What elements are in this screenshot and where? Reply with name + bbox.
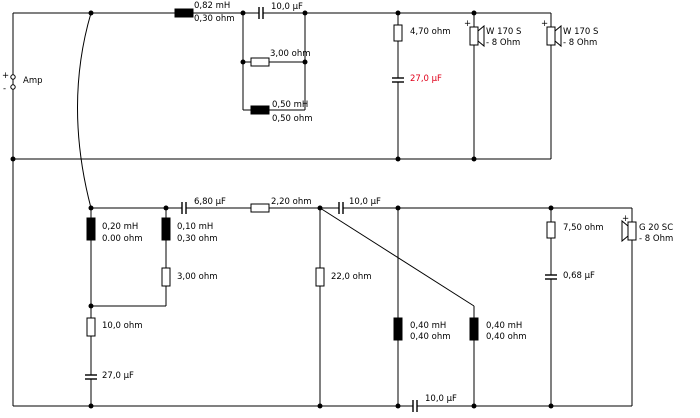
- speaker-name: W 170 S: [486, 27, 521, 37]
- amp-plus-sign: +: [2, 71, 9, 81]
- inductor-lower-shunt3-resistance: 0,40 ohm: [486, 332, 527, 342]
- resistor-upper-parallel: [250, 57, 270, 67]
- junction-dot: [240, 10, 246, 16]
- resistor-lower-trap: [161, 267, 171, 287]
- junction-dot: [471, 403, 477, 409]
- capacitor-upper-zobel-value: 27,0 µF: [410, 74, 442, 84]
- speaker-g20sc: + G 20 SC - 8 Ohm: [621, 214, 673, 244]
- resistor-lower-series-value: 2,20 ohm: [271, 197, 312, 207]
- inductor-lower-shunt-value: 0,20 mH: [102, 222, 138, 232]
- junction-dot: [240, 59, 246, 65]
- inductor-lower-trap-resistance: 0,30 ohm: [177, 234, 218, 244]
- capacitor-upper-series-value: 10,0 µF: [271, 2, 303, 12]
- junction-dots: [10, 10, 554, 409]
- speaker-impedance: - 8 Ohm: [639, 234, 673, 244]
- inductor-upper-series-value: 0,82 mH: [194, 1, 230, 11]
- speaker-icon: [627, 221, 637, 241]
- junction-dot: [88, 403, 94, 409]
- inductor-upper-series-resistance: 0,30 ohm: [194, 14, 235, 24]
- speaker-impedance: - 8 Ohm: [563, 38, 597, 48]
- upper-section: 0,82 mH 0,30 ohm 10,0 µF 3,00 ohm 0,50 m…: [174, 1, 451, 124]
- lower-section: 0,20 mH 0.00 ohm 10,0 ohm 27,0 µF 6,80 µ…: [85, 197, 604, 412]
- inductor-lower-shunt3: [469, 317, 479, 341]
- speaker-name: G 20 SC: [639, 223, 673, 233]
- capacitor-lower-c1-value: 6,80 µF: [194, 197, 226, 207]
- inductor-upper-parallel-resistance: 0,50 ohm: [272, 114, 313, 124]
- wires: [12, 12, 633, 407]
- resistor-lower-shunt2: [315, 267, 325, 287]
- resistor-lower-trap-value: 3,00 ohm: [177, 272, 218, 282]
- speaker-plus-sign: +: [541, 19, 548, 29]
- amp-label: Amp: [23, 76, 43, 86]
- speaker-w170s-2: + W 170 S - 8 Ohm: [541, 19, 598, 48]
- amp-input: + - Amp: [2, 71, 43, 94]
- capacitor-lower-c2-value: 10,0 µF: [349, 197, 381, 207]
- speaker-impedance: - 8 Ohm: [486, 38, 520, 48]
- inductor-lower-shunt-resistance: 0.00 ohm: [102, 234, 143, 244]
- amp-minus-sign: -: [3, 84, 6, 94]
- speaker-name: W 170 S: [563, 27, 598, 37]
- resistor-lower-zobel-value: 7,50 ohm: [563, 223, 604, 233]
- inductor-lower-trap: [161, 217, 171, 241]
- inductor-lower-trap-value: 0,10 mH: [177, 222, 213, 232]
- speaker-icon: [546, 26, 556, 46]
- resistor-lower-zobel: [546, 221, 556, 239]
- junction-dot: [88, 303, 94, 309]
- junction-dot: [471, 10, 477, 16]
- resistor-lower-shunt: [86, 317, 96, 337]
- capacitor-lower-shunt-value: 27,0 µF: [102, 371, 134, 381]
- junction-dot: [395, 205, 401, 211]
- junction-dot: [395, 403, 401, 409]
- inductor-upper-parallel: [250, 105, 270, 115]
- resistor-upper-parallel-value: 3,00 ohm: [270, 49, 311, 59]
- amp-minus-terminal: [10, 84, 16, 90]
- inductor-upper-parallel-value: 0,50 mH: [272, 100, 308, 110]
- junction-dot: [471, 156, 477, 162]
- capacitor-lower-bottom-value: 10,0 µF: [425, 394, 457, 404]
- speaker-plus-sign: +: [622, 214, 629, 224]
- junction-dot: [302, 10, 308, 16]
- junction-dot: [302, 59, 308, 65]
- junction-dot: [88, 205, 94, 211]
- junction-dot: [395, 156, 401, 162]
- junction-dot: [88, 10, 94, 16]
- junction-dot: [10, 156, 16, 162]
- speaker-cone: [554, 24, 562, 48]
- inductor-lower-shunt3-value: 0,40 mH: [486, 321, 522, 331]
- speaker-plus-sign: +: [464, 19, 471, 29]
- resistor-lower-shunt-value: 10,0 ohm: [102, 321, 143, 331]
- speaker-cone: [477, 24, 485, 48]
- inductor-upper-series: [174, 8, 194, 18]
- resistor-lower-series: [250, 203, 270, 213]
- junction-dot: [317, 205, 323, 211]
- resistor-upper-zobel: [393, 24, 403, 42]
- junction-dot: [548, 403, 554, 409]
- inductor-lower-shunt2-value: 0,40 mH: [410, 321, 446, 331]
- junction-dot: [317, 403, 323, 409]
- junction-dot: [395, 10, 401, 16]
- junction-dot: [163, 205, 169, 211]
- speaker-icon: [469, 26, 479, 46]
- inductor-lower-shunt2-resistance: 0,40 ohm: [410, 332, 451, 342]
- inductor-lower-shunt: [86, 217, 96, 241]
- resistor-lower-shunt2-value: 22,0 ohm: [331, 272, 372, 282]
- resistor-upper-zobel-value: 4,70 ohm: [410, 27, 451, 37]
- inductor-lower-shunt2: [393, 317, 403, 341]
- speaker-cone: [621, 219, 629, 243]
- capacitor-lower-zobel-value: 0,68 µF: [563, 271, 595, 281]
- speaker-w170s-1: + W 170 S - 8 Ohm: [464, 19, 521, 48]
- amp-plus-terminal: [10, 74, 16, 80]
- junction-dot: [548, 205, 554, 211]
